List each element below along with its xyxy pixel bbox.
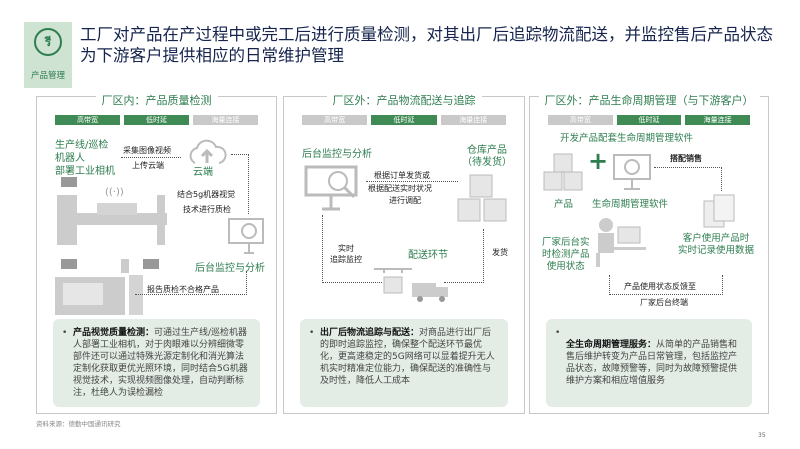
customer-line-1: 客户使用产品时 [682,233,750,244]
panel-lifecycle: 厂区外：产品生命周期管理（与下游客户） 高带宽 低时延 海量连接 开发产品配套生… [529,94,769,414]
summary-heading: 产品视觉质量检测： [73,328,155,338]
track-line-2: 追踪监控 [330,255,362,264]
panel-title: 厂区外：产品生命周期管理（与下游客户） [538,94,760,107]
product-management-icon: รี [34,28,62,56]
page-title: 工厂对产品在产过程中或完工后进行质量检测，对其出厂后追踪物流配送，并监控售后产品… [80,25,773,65]
tag-connections: 海量连接 [440,115,506,125]
ship-label: 发货 [492,248,508,257]
summary-heading: 出厂后物流追踪与配送： [320,328,420,338]
arrow [654,167,722,191]
summary-text: 可通过生产线/巡检机器人部署工业相机，对于肉眼难以分辨细微零部件还可以通过特殊光… [73,328,248,398]
cloud-label: 云端 [193,167,213,178]
dispatch-line-3: 进行调配 [389,196,421,205]
tag-bandwidth: 高带宽 [548,115,613,125]
monitor-analytics-icon [228,218,264,254]
drone-truck-icon [374,268,448,302]
product-label: 产品 [554,199,574,210]
sell-label: 搭配销售 [670,154,702,163]
summary-box: 产品视觉质量检测：可通过生产线/巡检机器人部署工业相机，对于肉眼难以分辨细微零部… [53,319,260,407]
lathe-machine-icon: ((·)) [57,177,167,245]
track-line-1: 实时 [338,244,354,253]
report-label: 报告质检不合格产品 [147,285,219,294]
warehouse-line-2: （待发货） [462,157,512,168]
vision-label-1: 结合5g机器视觉 [177,190,236,199]
summary-box: 出厂后物流追踪与配送：对商品进行出厂后的即时追踪监控，确保整个配送环节最优化，更… [300,319,508,407]
tag-bandwidth: 高带宽 [55,115,120,125]
page-number: 35 [758,432,766,439]
panel-title: 厂区外：产品物流配送与追踪 [326,94,482,107]
upload-label: 上传云端 [132,161,164,170]
arrow [444,229,484,283]
plus-icon: + [588,147,609,175]
warehouse-label: 仓库产品（待发货） [462,145,512,169]
panel-title: 厂区内：产品质量检测 [95,94,218,107]
tag-bandwidth: 高带宽 [302,115,368,125]
warehouse-line-1: 仓库产品 [467,145,507,156]
logo-label: 产品管理 [30,71,65,81]
collect-label: 采集图像视频 [123,146,171,155]
tag-connections: 海量连接 [193,115,258,125]
factory-label: 厂家后台实时检测产品使用状态 [542,237,590,273]
develop-label: 开发产品配套生命周期管理软件 [560,133,694,144]
software-monitor-icon [613,154,651,190]
tag-latency: 低时延 [616,115,682,125]
cloud-icon [189,139,227,164]
tag-latency: 低时延 [371,115,437,125]
boxes-icon [543,153,583,191]
tag-latency: 低时延 [124,115,189,125]
panel-quality-inspection: 厂区内：产品质量检测 高带宽 低时延 海量连接 生产线/巡检 机器人 部署工业相… [36,94,277,414]
arrow [231,154,249,214]
customer-label: 客户使用产品时实时记录使用数据 [678,233,754,257]
arrow [609,275,723,295]
arrow [366,181,458,182]
section-logo: รี 产品管理 [24,22,72,88]
monitor-analytics-icon [304,165,358,211]
summary-text: 对商品进行出厂后的即时追踪监控，确保整个配送环节最优化，更高速稳定的5G网络可以… [320,328,495,386]
dispatch-line-2: 根据配送实时状况 [368,184,432,193]
monitor-label: 后台监控与分析 [195,263,265,274]
delivery-label: 配送环节 [408,250,448,261]
panel-logistics: 厂区外：产品物流配送与追踪 高带宽 低时延 海量连接 后台监控与分析 仓库产品（… [283,94,525,414]
arrow [135,271,247,295]
document-icon [703,194,735,228]
svg-text:((·)): ((·)) [105,187,124,198]
factory-line-2: 时检测产品 [542,249,590,260]
customer-line-2: 实时记录使用数据 [678,245,755,256]
summary-heading: 全生命周期管理服务： [566,340,657,350]
tag-connections: 海量连接 [685,115,751,125]
feedback-line-2: 厂家后台终端 [640,298,688,307]
software-label: 生命周期管理软件 [592,199,669,210]
robot-label: 生产线/巡检 机器人 部署工业相机 [55,140,115,177]
factory-line-3: 使用状态 [546,261,585,272]
summary-box: 全生命周期管理服务：从简单的产品销售和售后维护转变为产品日常管理，包括监控产品状… [546,319,752,407]
boxes-icon [457,174,507,222]
feedback-line-1: 产品使用状态反馈至 [624,282,696,291]
arrow [121,157,181,158]
dispatch-line-1: 根据订单发货或 [374,171,430,180]
vision-label-2: 技术进行质检 [183,205,231,214]
monitor-label: 后台监控与分析 [302,149,372,160]
factory-line-1: 厂家后台实 [542,237,590,248]
operator-workstation-icon [596,218,646,267]
cnc-machine-icon [55,259,159,315]
summary-text: 从简单的产品销售和售后维护转变为产品日常管理，包括监控产品状态，故障预警等，同时… [566,340,738,386]
arrow [322,215,382,283]
source-note: 资料来源：德勤中国通讯研究 [36,420,121,428]
track-label: 实时追踪监控 [330,243,362,265]
